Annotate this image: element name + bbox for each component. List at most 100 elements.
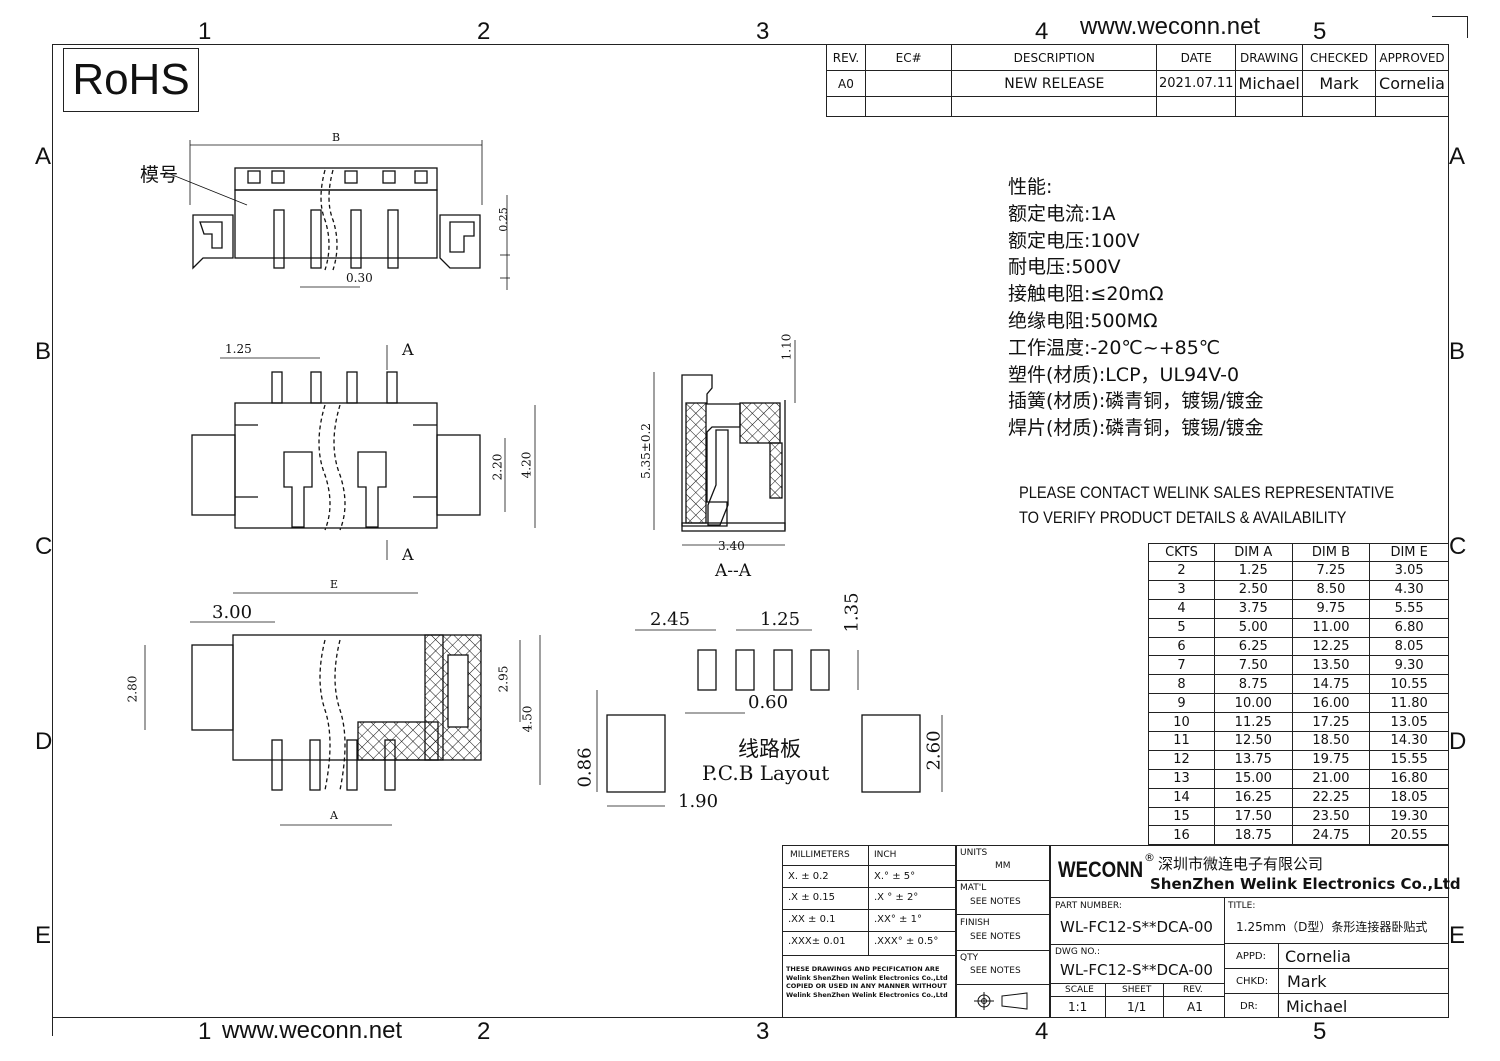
chkd-value: Mark bbox=[1287, 972, 1327, 991]
material-value: SEE NOTES bbox=[970, 897, 1021, 907]
dimension-cell: 3.05 bbox=[1369, 561, 1449, 581]
zone-right-a: A bbox=[1449, 143, 1466, 170]
tol-inch-row: .X ° ± 2° bbox=[874, 892, 919, 903]
website-top[interactable]: www.weconn.net bbox=[1080, 13, 1261, 40]
dimension-cell: 8.05 bbox=[1369, 636, 1449, 657]
material-label: MAT'L bbox=[960, 883, 987, 893]
top-view bbox=[164, 140, 510, 290]
spec-line: 接触电阻:≤20mΩ bbox=[1008, 283, 1164, 306]
dimension-cell: 15 bbox=[1148, 806, 1215, 827]
dim-a-label: A bbox=[330, 809, 338, 822]
zone-top-1: 1 bbox=[198, 18, 212, 45]
dimension-cell: 14.75 bbox=[1291, 674, 1371, 695]
section-a-top: A bbox=[402, 340, 414, 359]
spec-line: 塑件(材质):LCP，UL94V-0 bbox=[1008, 363, 1240, 386]
dimension-cell: 9.30 bbox=[1369, 655, 1449, 676]
dimension-cell: 13 bbox=[1148, 768, 1215, 789]
section-title: A--A bbox=[715, 561, 752, 581]
pcb-layout bbox=[596, 629, 943, 807]
appd-value: Cornelia bbox=[1285, 947, 1351, 966]
dimension-cell: 23.50 bbox=[1291, 806, 1371, 827]
dim-420-label: 4.20 bbox=[519, 451, 534, 479]
tol-mm-row: .X ± 0.15 bbox=[788, 892, 836, 903]
part-number: WL-FC12-S**DCA-00 bbox=[1060, 918, 1213, 936]
zone-left-b: B bbox=[35, 338, 52, 365]
zone-top-5: 5 bbox=[1313, 18, 1327, 45]
dim-535-label: 5.35±0.2 bbox=[638, 423, 653, 479]
dimension-cell: 7.50 bbox=[1213, 655, 1293, 676]
dwg-no: WL-FC12-S**DCA-00 bbox=[1060, 961, 1213, 979]
bottom-view bbox=[144, 592, 541, 826]
spec-line: 焊片(材质):磷青铜，镀锡/镀金 bbox=[1008, 417, 1264, 440]
dimension-cell: 16.80 bbox=[1369, 768, 1449, 789]
tol-mm-header: MILLIMETERS bbox=[790, 850, 850, 860]
dimension-cell: 10.55 bbox=[1369, 674, 1449, 695]
dimension-cell: 22.25 bbox=[1291, 787, 1371, 808]
zone-right-d: D bbox=[1449, 728, 1467, 755]
checked-header: CHECKED bbox=[1302, 44, 1377, 71]
dimension-cell: 11.00 bbox=[1291, 617, 1371, 638]
zone-bottom-5: 5 bbox=[1313, 1018, 1327, 1045]
dim-030-label: 0.30 bbox=[346, 271, 373, 285]
title-block bbox=[1050, 845, 1449, 1018]
dimension-cell: 19.30 bbox=[1369, 806, 1449, 827]
dim-295-label: 2.95 bbox=[496, 665, 511, 693]
dimension-cell: 13.05 bbox=[1369, 712, 1449, 733]
dim-025-label: 0.25 bbox=[496, 207, 510, 232]
tol-mm-row: X. ± 0.2 bbox=[788, 871, 829, 882]
pcb-245-label: 2.45 bbox=[650, 609, 691, 630]
notice-line-1: PLEASE CONTACT WELINK SALES REPRESENTATI… bbox=[1019, 483, 1395, 502]
spec-line: 插簧(材质):磷青铜，镀锡/镀金 bbox=[1008, 390, 1264, 413]
sheet-value: 1/1 bbox=[1127, 1000, 1147, 1014]
dimension-cell: 15.55 bbox=[1369, 749, 1449, 770]
website-bottom[interactable]: www.weconn.net bbox=[222, 1017, 403, 1044]
spec-line: 工作温度:-20℃~+85℃ bbox=[1008, 336, 1221, 359]
units-column bbox=[956, 845, 1050, 1018]
dim-b-label: B bbox=[332, 131, 341, 144]
dimension-cell: 18.50 bbox=[1291, 731, 1371, 751]
finish-value: SEE NOTES bbox=[970, 932, 1021, 942]
zone-top-3: 3 bbox=[756, 18, 770, 45]
pcb-260-label: 2.60 bbox=[923, 730, 945, 771]
drawing-frame bbox=[52, 44, 1449, 1018]
section-view bbox=[653, 340, 796, 546]
dimension-cell: 15.00 bbox=[1213, 768, 1293, 789]
dim-e-header: DIM E bbox=[1369, 543, 1449, 562]
dimension-cell: 18.75 bbox=[1213, 825, 1293, 846]
dimension-cell: 13.75 bbox=[1213, 749, 1293, 770]
spec-line: 额定电压:100V bbox=[1008, 229, 1140, 252]
dimension-cell: 6.80 bbox=[1369, 617, 1449, 638]
qty-value: SEE NOTES bbox=[970, 966, 1021, 976]
dimension-cell: 7 bbox=[1148, 655, 1215, 676]
zone-left-e: E bbox=[35, 922, 52, 949]
dimension-cell: 6 bbox=[1148, 636, 1215, 657]
dimension-cell: 4.30 bbox=[1369, 579, 1449, 600]
tol-inch-row: .XX° ± 1° bbox=[874, 914, 922, 925]
scale-label: SCALE bbox=[1065, 985, 1094, 995]
dimension-cell: 12.50 bbox=[1213, 731, 1293, 751]
zone-left-a: A bbox=[35, 143, 52, 170]
dimension-cell: 11.25 bbox=[1213, 712, 1293, 733]
pcb-title-cn: 线路板 bbox=[738, 737, 801, 761]
dimension-cell: 6.25 bbox=[1213, 636, 1293, 657]
dr-value: Michael bbox=[1286, 997, 1348, 1016]
dimension-cell: 10 bbox=[1148, 712, 1215, 733]
dimension-cell: 19.75 bbox=[1291, 749, 1371, 770]
dimension-cell: 16 bbox=[1148, 825, 1215, 846]
dimension-cell: 16.25 bbox=[1213, 787, 1293, 808]
dimension-cell: 18.05 bbox=[1369, 787, 1449, 808]
dimension-cell: 17.25 bbox=[1291, 712, 1371, 733]
dim-b-header: DIM B bbox=[1291, 543, 1371, 562]
dwg-no-label: DWG NO.: bbox=[1055, 947, 1101, 957]
dimension-cell: 3.75 bbox=[1213, 598, 1293, 619]
rev-label: REV. bbox=[1183, 985, 1203, 995]
dimension-cell: 2.50 bbox=[1213, 579, 1293, 600]
dimension-cell: 10.00 bbox=[1213, 693, 1293, 714]
